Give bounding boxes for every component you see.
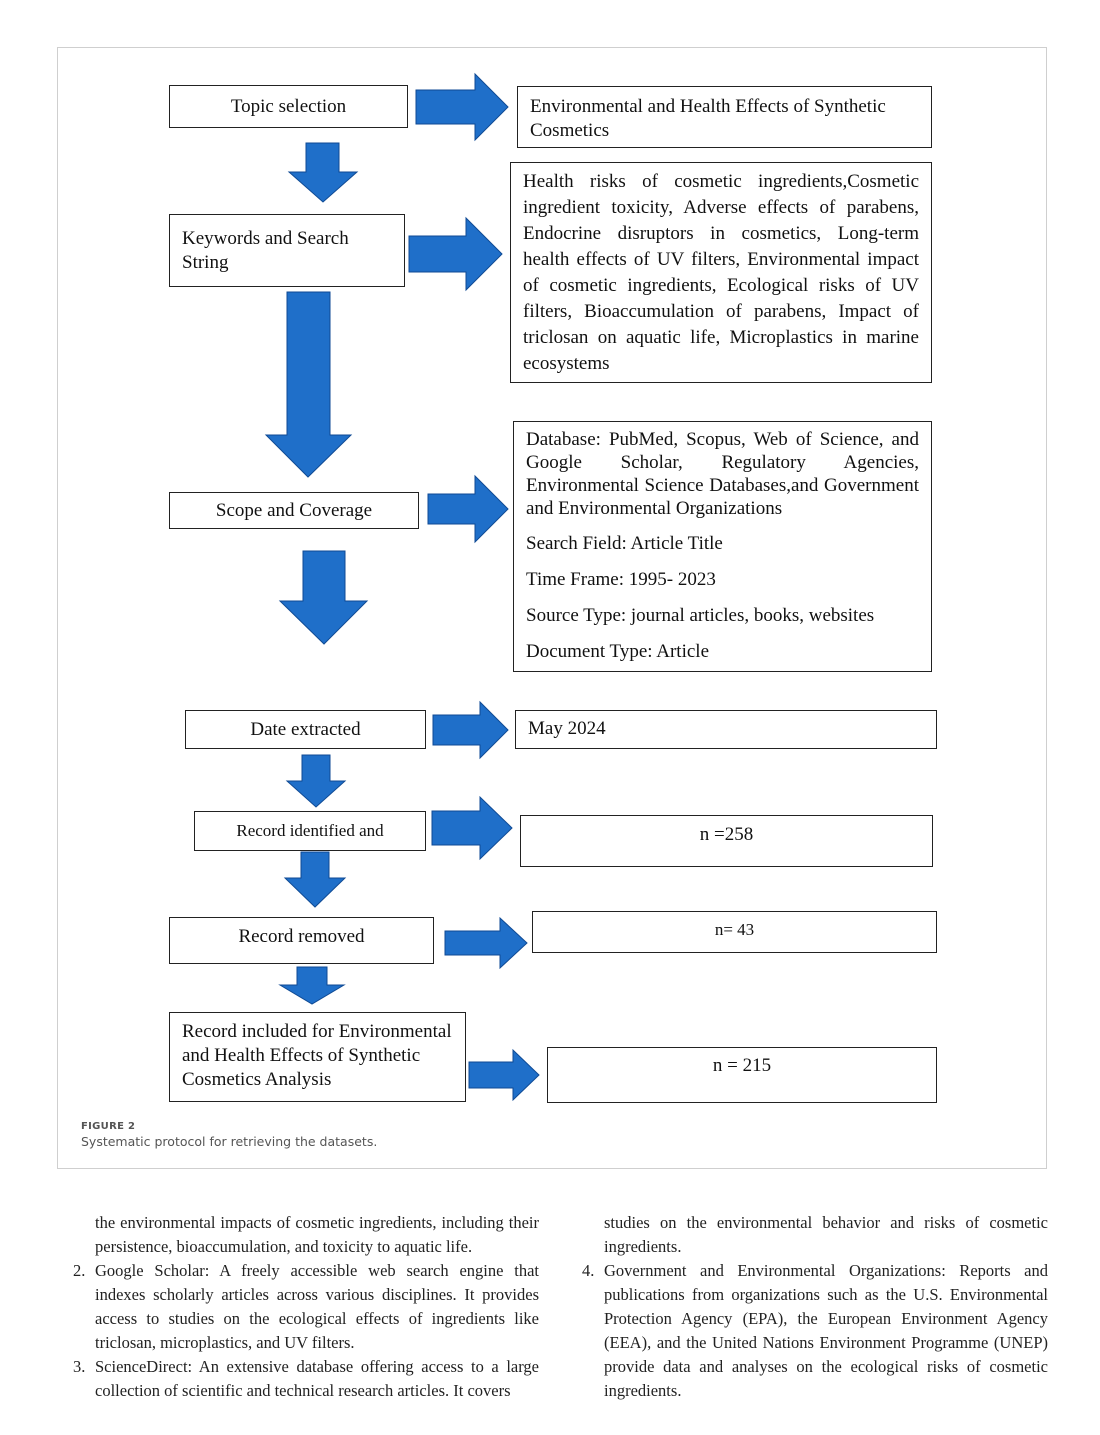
record-removed-label: Record removed (238, 926, 365, 947)
scope-label: Scope and Coverage (215, 499, 373, 521)
arrow-right-included (468, 1048, 540, 1102)
arrow-down-2 (264, 291, 353, 478)
keywords-label: Keywords and Search String (182, 227, 349, 273)
figure-label: FIGURE 2 (81, 1121, 136, 1132)
arrow-down-5 (283, 851, 347, 908)
right-column: studies on the environmental behavior an… (582, 1211, 1048, 1403)
arrow-right-topic (415, 72, 509, 142)
list-number: 2. (73, 1261, 86, 1280)
arrow-down-6 (278, 966, 346, 1005)
list-item-text: Google Scholar: A freely accessible web … (95, 1261, 539, 1352)
list-item: 3. ScienceDirect: An extensive database … (73, 1355, 539, 1403)
record-identified-box: Record identified and (194, 811, 426, 851)
record-removed-box: Record removed (169, 917, 434, 964)
removed-value-text: n= 43 (714, 920, 755, 939)
record-identified-label: Record identified and (236, 821, 384, 840)
figure-caption: Systematic protocol for retrieving the d… (81, 1134, 378, 1149)
arrow-right-removed (444, 916, 528, 970)
keywords-value-box: Health risks of cosmetic ingredients,Cos… (510, 162, 932, 383)
scope-source-type: Source Type: journal articles, books, we… (526, 605, 875, 626)
figure-frame (57, 47, 1047, 1169)
record-included-label: Record included for Environmental and He… (182, 1021, 452, 1090)
list-number: 3. (73, 1357, 86, 1376)
date-extracted-label: Date extracted (250, 718, 361, 740)
included-value-box: n = 215 (547, 1047, 937, 1103)
list-number: 4. (582, 1261, 595, 1280)
list-item-text: ScienceDirect: An extensive database off… (95, 1357, 539, 1400)
identified-value-text: n =258 (699, 824, 754, 845)
arrow-down-1 (287, 142, 359, 203)
topic-selection-label: Topic selection (230, 95, 347, 117)
arrow-right-identified (431, 795, 513, 861)
left-intro-paragraph: the environmental impacts of cosmetic in… (95, 1213, 539, 1256)
record-included-box: Record included for Environmental and He… (169, 1012, 466, 1102)
list-item: 2. Google Scholar: A freely accessible w… (73, 1259, 539, 1355)
keywords-box: Keywords and Search String (169, 214, 405, 287)
arrow-down-3 (278, 550, 369, 645)
keywords-value-text: Health risks of cosmetic ingredients,Cos… (523, 171, 919, 374)
identified-value-box: n =258 (520, 815, 933, 867)
scope-value-box: Database: PubMed, Scopus, Web of Science… (513, 421, 932, 672)
scope-search-field: Search Field: Article Title (526, 533, 723, 554)
topic-value-box: Environmental and Health Effects of Synt… (517, 86, 932, 148)
scope-database: Database: PubMed, Scopus, Web of Science… (526, 429, 919, 519)
date-value-box: May 2024 (515, 710, 937, 749)
date-value-text: May 2024 (528, 718, 606, 739)
arrow-right-keywords (408, 216, 503, 292)
date-extracted-box: Date extracted (185, 710, 426, 749)
right-list: 4. Government and Environmental Organiza… (582, 1259, 1048, 1403)
left-column: the environmental impacts of cosmetic in… (73, 1211, 539, 1403)
left-list: 2. Google Scholar: A freely accessible w… (73, 1259, 539, 1403)
topic-value-text: Environmental and Health Effects of Synt… (530, 96, 886, 141)
scope-time-frame: Time Frame: 1995- 2023 (526, 569, 716, 590)
list-item-text: Government and Environmental Organizatio… (604, 1261, 1048, 1400)
arrow-right-scope (427, 474, 509, 544)
scope-document-type: Document Type: Article (526, 641, 709, 662)
topic-selection-box: Topic selection (169, 85, 408, 128)
right-intro-paragraph: studies on the environmental behavior an… (604, 1213, 1048, 1256)
removed-value-box: n= 43 (532, 911, 937, 953)
included-value-text: n = 215 (712, 1055, 772, 1076)
list-item: 4. Government and Environmental Organiza… (582, 1259, 1048, 1403)
arrow-right-date (432, 700, 509, 760)
scope-box: Scope and Coverage (169, 492, 419, 529)
arrow-down-4 (285, 754, 347, 808)
